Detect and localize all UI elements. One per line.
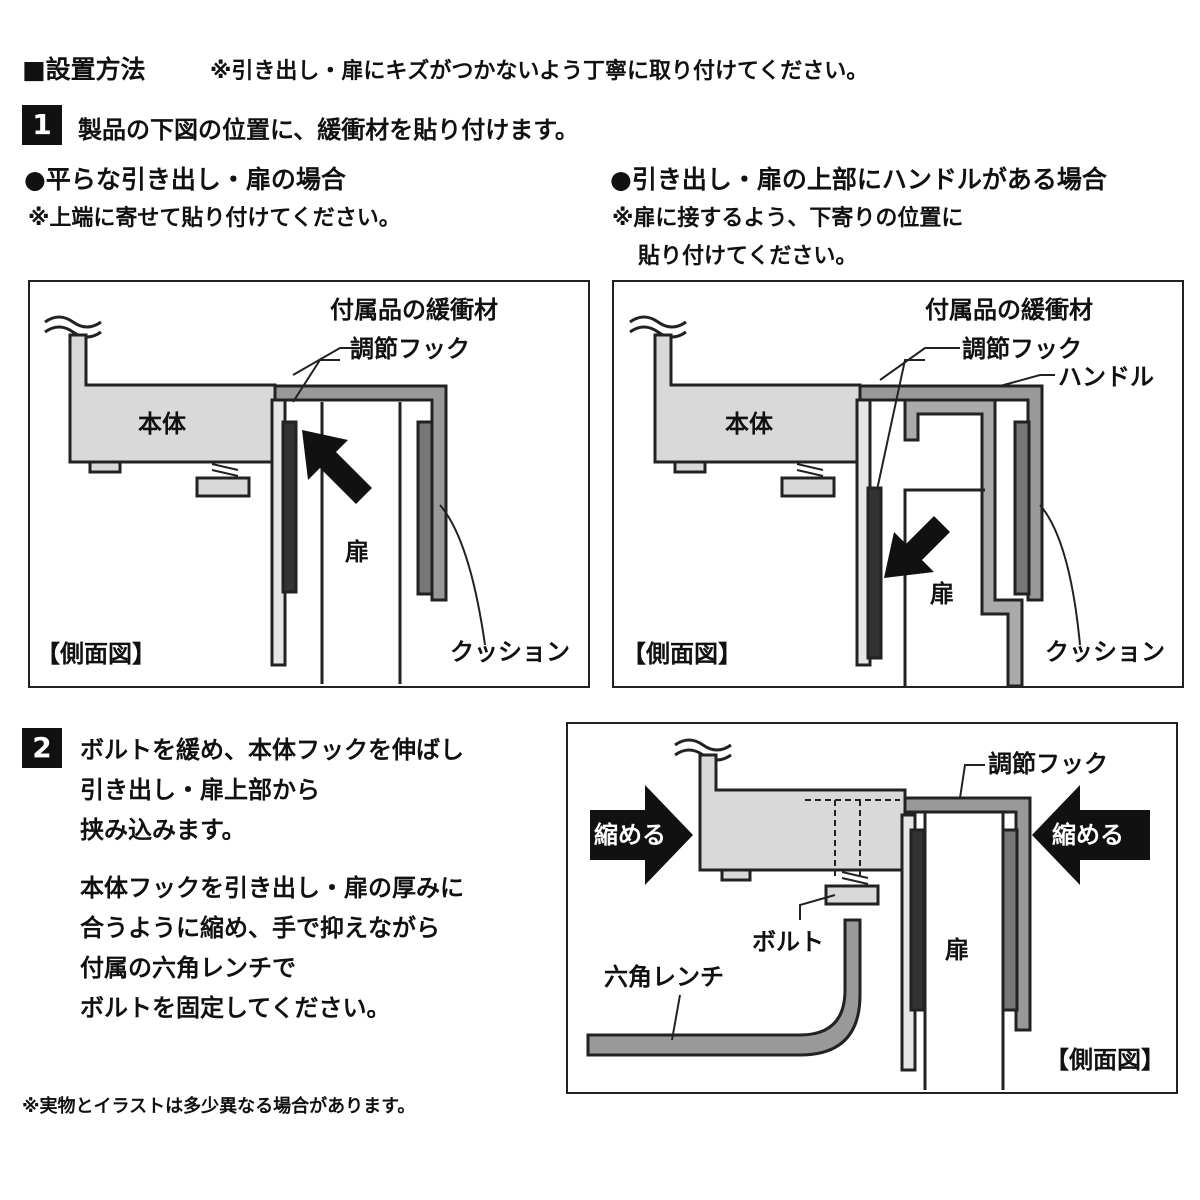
diagram-handle — [629, 315, 1081, 688]
step2-line: 本体フックを引き出し・扉の厚みに — [80, 874, 464, 902]
step1-text: 製品の下図の位置に、緩衝材を貼り付けます。 — [78, 116, 579, 144]
cushion-right — [1001, 828, 1019, 1012]
label-wrench: 六角レンチ — [604, 963, 724, 991]
handle-shape — [903, 398, 1024, 688]
label-view: 【側面図】 — [622, 640, 742, 668]
cushion-right — [1013, 420, 1031, 596]
label-hook: 調節フック — [962, 335, 1082, 363]
body-shape — [68, 333, 277, 464]
bolt-plate — [824, 884, 880, 906]
step2-line: 挟み込みます。 — [80, 816, 246, 844]
cushion-right — [416, 420, 434, 596]
diagram-step2 — [586, 738, 1150, 1090]
label-body: 本体 — [138, 410, 187, 438]
step2-line: 合うように縮め、手で抑えながら — [80, 914, 440, 942]
label-hook: 調節フック — [988, 750, 1108, 778]
adjust-hook — [858, 384, 1044, 602]
wave-icon — [629, 315, 687, 339]
cushion-dark — [281, 420, 298, 594]
arrow-right-icon — [1032, 785, 1150, 885]
wave-icon — [44, 315, 102, 339]
body-shape — [698, 753, 907, 872]
body-foot — [88, 460, 122, 474]
step2-line: ボルトを緩め、本体フックを伸ばし — [80, 736, 464, 764]
arrow-icon — [302, 430, 372, 504]
label-cushion2: クッション — [450, 638, 570, 666]
diagram-flat — [44, 315, 486, 684]
arrow-left-icon — [590, 785, 693, 885]
body-shape — [653, 333, 862, 464]
step2-line: 付属の六角レンチで — [80, 954, 296, 982]
label-cushion2: クッション — [1045, 638, 1165, 666]
case-handle-title: ●引き出し・扉の上部にハンドルがある場合 — [610, 165, 1107, 194]
label-cushion: 付属品の緩衝材 — [925, 296, 1093, 324]
label-door: 扉 — [345, 538, 369, 566]
adjust-hook — [273, 384, 448, 602]
label-body: 本体 — [725, 410, 774, 438]
disclaimer: ※実物とイラストは多少異なる場合があります。 — [22, 1096, 416, 1117]
diagram-handle-frame — [612, 280, 1184, 688]
bolt-spring — [211, 463, 239, 477]
label-door: 扉 — [930, 580, 954, 608]
case-handle-note-1: ※扉に接するよう、下寄りの位置に — [612, 206, 964, 231]
step2-line: ボルトを固定してください。 — [80, 994, 391, 1022]
label-handle: ハンドル — [1058, 363, 1154, 391]
section-title: ■設置方法 — [22, 55, 146, 84]
arrow-icon — [884, 516, 950, 578]
diagram-step2-frame — [566, 722, 1178, 1094]
label-shrink-right: 縮める — [1052, 821, 1124, 849]
caution-note: ※引き出し・扉にキズがつかないよう丁寧に取り付けてください。 — [210, 59, 869, 84]
label-door: 扉 — [945, 936, 969, 964]
label-bolt: ボルト — [752, 928, 824, 956]
step-number-2: 2 — [22, 728, 62, 768]
cushion-dark — [909, 828, 926, 1012]
label-hook: 調節フック — [350, 335, 470, 363]
step-number-1: 1 — [22, 105, 62, 145]
label-view: 【側面図】 — [1045, 1046, 1165, 1074]
step2-line: 引き出し・扉上部から — [80, 776, 320, 804]
case-flat-note: ※上端に寄せて貼り付けてください。 — [28, 206, 401, 231]
label-cushion: 付属品の緩衝材 — [330, 296, 498, 324]
label-shrink-left: 縮める — [594, 821, 666, 849]
case-flat-title: ●平らな引き出し・扉の場合 — [24, 165, 346, 194]
bolt-plate — [195, 476, 251, 498]
hex-wrench — [586, 918, 862, 1057]
case-handle-note-2: 貼り付けてください。 — [638, 244, 858, 269]
diagram-flat-frame — [28, 280, 590, 688]
cushion-dark — [866, 486, 883, 660]
label-view: 【側面図】 — [36, 640, 156, 668]
bolt-plate — [780, 476, 836, 498]
